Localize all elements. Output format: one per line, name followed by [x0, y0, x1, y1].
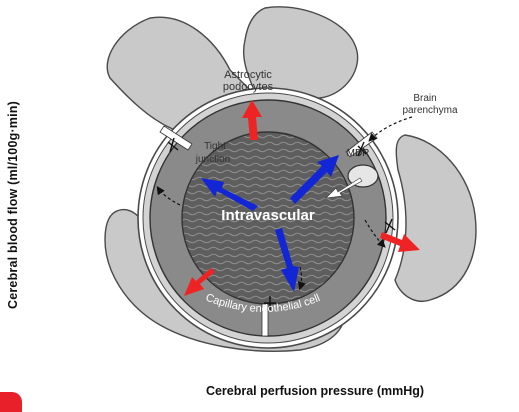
label-junction: junction — [195, 154, 230, 165]
label-parenchyma: parenchyma — [402, 105, 457, 116]
label-intravascular: Intravascular — [221, 207, 315, 224]
brand-red-mark — [0, 392, 22, 412]
label-astrocytic: Astrocytic — [224, 69, 272, 81]
astrocyte-right — [395, 135, 476, 301]
label-brain: Brain — [413, 93, 436, 104]
label-tight: Tight — [204, 141, 226, 152]
label-podocytes: podocytes — [223, 81, 274, 93]
label-mdr: MDR — [347, 148, 370, 159]
x-axis-label: Cerebral perfusion pressure (mmHg) — [150, 384, 480, 398]
